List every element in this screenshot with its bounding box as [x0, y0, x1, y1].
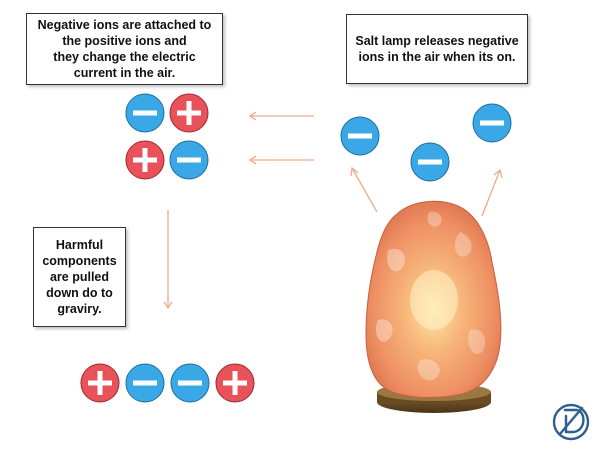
callout-harmful-line-2: components	[42, 254, 117, 268]
arrow-to-bottom-pair	[248, 155, 314, 165]
callout-harmful-line-5: graviry.	[57, 302, 102, 316]
negative-ion-icon	[410, 142, 450, 182]
negative-ion-icon	[170, 363, 210, 403]
brand-logo-icon	[552, 403, 590, 441]
negative-ion-icon	[125, 363, 165, 403]
callout-lamp-release: Salt lamp releases negative ions in the …	[346, 14, 528, 84]
positive-ion-icon	[80, 363, 120, 403]
ion-pair-top	[125, 93, 209, 133]
positive-ion-icon	[215, 363, 255, 403]
callout-lamp-release-line-2: ions in the air when its on.	[358, 50, 516, 64]
callout-negative-attach: Negative ions are attached to the positi…	[26, 13, 223, 85]
callout-negative-attach-line-4: current in the air.	[73, 66, 176, 80]
negative-ion-icon	[472, 103, 512, 143]
positive-ion-icon	[125, 140, 165, 180]
callout-negative-attach-line-1: Negative ions are attached to	[37, 18, 212, 32]
callout-negative-attach-line-3: they change the electric	[53, 50, 196, 64]
negative-ion-icon	[169, 140, 209, 180]
callout-harmful-line-3: are pulled	[49, 270, 110, 284]
arrow-lamp-left-up	[350, 166, 378, 213]
released-ions	[340, 103, 512, 182]
salt-lamp-icon	[365, 200, 502, 413]
callout-lamp-release-line-1: Salt lamp releases negative	[355, 34, 519, 48]
arrow-lamp-right-up	[481, 168, 503, 217]
callout-harmful: Harmful components are pulled down do to…	[33, 227, 126, 327]
arrow-gravity-down	[163, 210, 173, 310]
arrow-to-top-pair	[248, 111, 314, 121]
fallen-ions	[80, 363, 255, 403]
callout-harmful-line-4: down do to	[46, 286, 113, 300]
ion-pair-bottom	[125, 140, 209, 180]
negative-ion-icon	[340, 116, 380, 156]
callout-harmful-line-1: Harmful	[55, 238, 104, 252]
callout-negative-attach-line-2: the positive ions and	[62, 34, 187, 48]
negative-ion-icon	[125, 93, 165, 133]
positive-ion-icon	[169, 93, 209, 133]
